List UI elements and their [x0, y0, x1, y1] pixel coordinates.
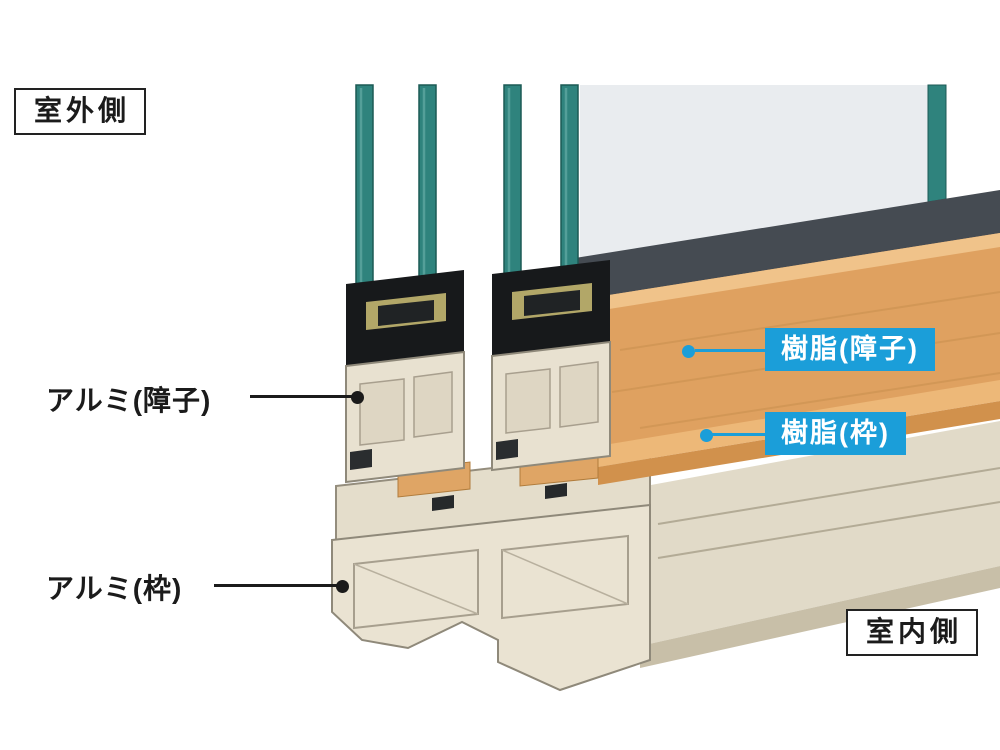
frame-gasket	[432, 495, 454, 511]
glass-pane	[418, 84, 437, 291]
aluminum-sash-label: アルミ(障子)	[46, 385, 212, 416]
glass-panes	[355, 84, 579, 291]
aluminum-frame-cut-face	[331, 503, 651, 692]
resin-frame-leader-dot	[700, 429, 713, 442]
sash-gasket	[496, 439, 518, 460]
aluminum-sash-leader-line	[250, 395, 352, 398]
chamber-brace	[353, 563, 479, 615]
aluminum-frame-label: アルミ(枠)	[46, 573, 183, 604]
glass-spacer	[524, 290, 580, 316]
glass-spacer	[378, 300, 434, 326]
frame-gasket	[545, 483, 567, 499]
frame-step-line	[657, 467, 1000, 525]
resin-frame-leader-line	[712, 433, 765, 436]
sash-chamber	[413, 371, 453, 438]
glass-edge-right	[927, 84, 947, 203]
resin-sash-leader-line	[695, 349, 765, 352]
chamber-brace	[501, 549, 629, 605]
sash-chamber	[359, 378, 405, 446]
glass-pane	[355, 84, 374, 291]
aluminum-frame-right-underside	[640, 566, 1000, 668]
glass-pane	[503, 84, 522, 281]
aluminum-frame-leader-line	[214, 584, 338, 587]
frame-step-line	[657, 501, 1000, 559]
resin-sash-top-highlight	[590, 233, 1000, 312]
glass-plane-top	[580, 85, 928, 258]
aluminum-frame-leader-dot	[336, 580, 349, 593]
resin-sash-leader-dot	[682, 345, 695, 358]
aluminum-frame-right-face	[640, 421, 1000, 646]
resin-frame-label: 樹脂(枠)	[765, 412, 906, 456]
sash-chamber	[559, 361, 599, 428]
sash-gasket	[350, 449, 372, 470]
inside-side-label: 室内側	[846, 609, 979, 656]
glass-pane	[560, 84, 579, 281]
sash-chamber	[505, 368, 551, 434]
outside-side-label: 室外側	[14, 88, 147, 135]
resin-sash-label: 樹脂(障子)	[765, 328, 935, 372]
aluminum-sash-leader-dot	[351, 391, 364, 404]
